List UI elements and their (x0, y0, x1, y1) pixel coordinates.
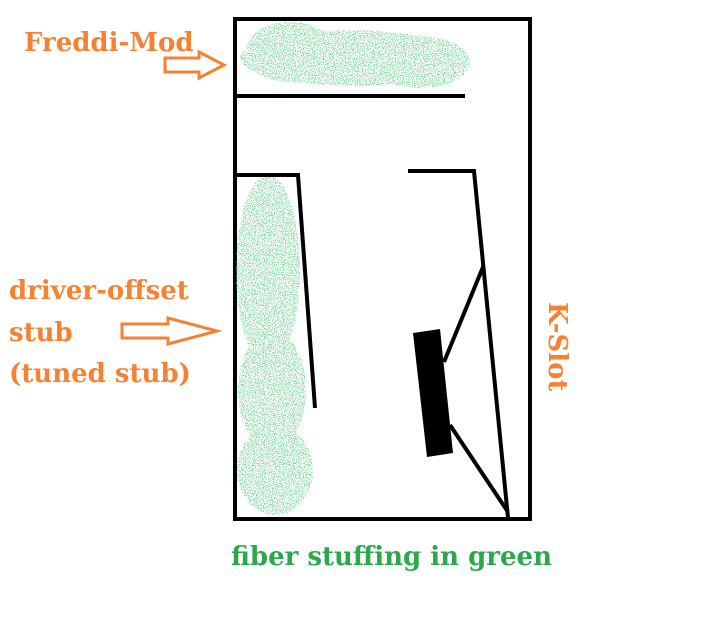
stub-partition (235, 173, 317, 409)
enclosure-outline (233, 17, 532, 521)
k-slot-label: K-Slot (542, 302, 572, 392)
driver-offset-label-line1: driver-offset (9, 276, 189, 306)
top-fiber-stuffing (240, 22, 470, 88)
k-slot-partition (408, 169, 510, 519)
driver-cone-lower (448, 423, 510, 514)
driver-offset-arrow (120, 316, 223, 346)
driver-body (413, 329, 453, 457)
driver-offset-label-line2: stub (9, 318, 73, 348)
driver-cone (442, 265, 485, 363)
caption-label: fiber stuffing in green (231, 542, 552, 572)
freddi-mod-arrow (163, 49, 228, 81)
freddi-mod-label: Freddi-Mod (24, 28, 194, 58)
side-fiber-stuffing (236, 175, 313, 515)
driver-offset-label-line3: (tuned stub) (9, 359, 191, 389)
